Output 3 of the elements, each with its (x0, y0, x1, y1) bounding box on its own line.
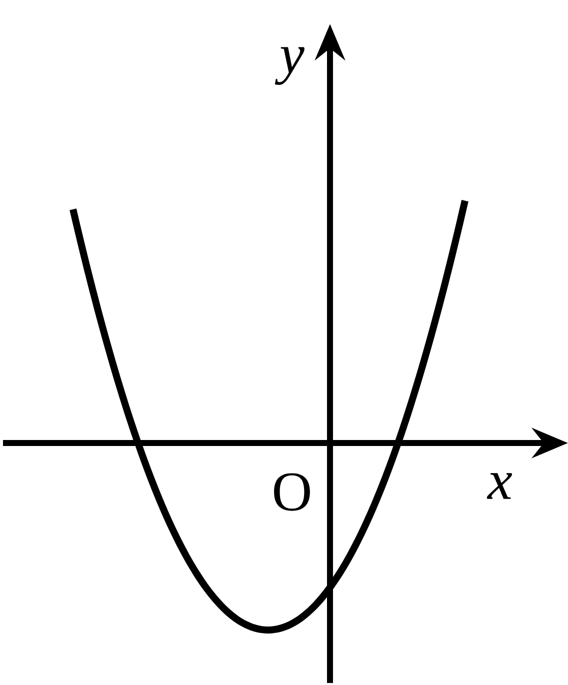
axis-label: y (274, 47, 304, 85)
axis-label: x (486, 473, 512, 499)
origin-label: O (274, 473, 310, 511)
